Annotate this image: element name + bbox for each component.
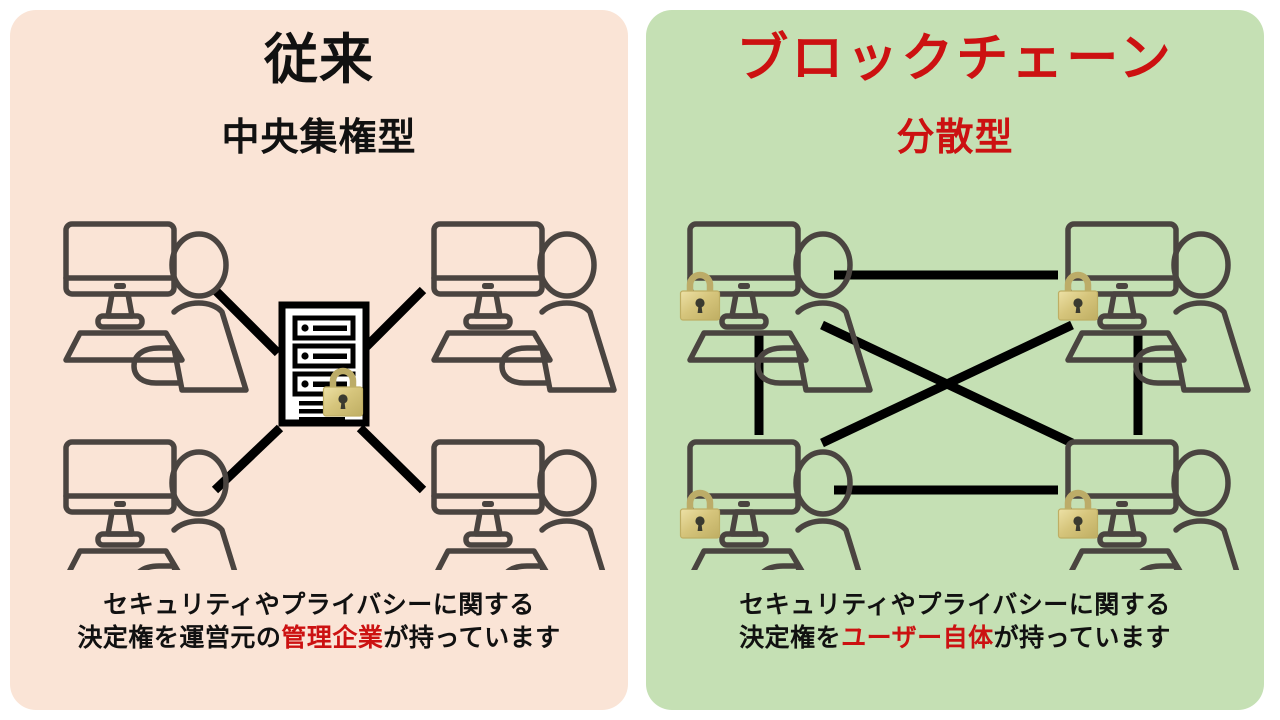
right-caption-line-2-after: が持っています: [993, 623, 1171, 652]
left-caption: セキュリティやプライバシーに関する 決定権を運営元の管理企業が持っています: [10, 588, 628, 654]
right-caption-line-2: 決定権をユーザー自体が持っています: [646, 621, 1264, 654]
left-caption-line-2-before: 決定権を運営元の: [77, 623, 282, 652]
left-title-sub: 中央集権型: [221, 115, 417, 159]
left-user-node-bottom-left: [66, 442, 246, 570]
left-caption-line-2: 決定権を運営元の管理企業が持っています: [10, 621, 628, 654]
right-diagram-mesh-network: [646, 190, 1264, 570]
right-caption-line-1: セキュリティやプライバシーに関する: [739, 590, 1171, 619]
left-central-server: [282, 305, 366, 423]
right-user-node-top-left: [681, 224, 871, 390]
left-user-node-top-left: [66, 224, 246, 390]
left-user-node-bottom-right: [434, 442, 614, 570]
right-user-node-bottom-right: [1059, 442, 1249, 570]
left-user-node-top-right: [434, 224, 614, 390]
left-title-main: 従来: [264, 28, 374, 91]
right-caption-line-2-before: 決定権を: [739, 623, 842, 652]
right-title-sub: 分散型: [896, 115, 1014, 159]
right-caption: セキュリティやプライバシーに関する 決定権をユーザー自体が持っています: [646, 588, 1264, 654]
left-caption-highlight: 管理企業: [281, 623, 384, 652]
right-user-node-bottom-left: [681, 442, 871, 570]
left-diagram-star-network: [10, 190, 628, 570]
right-connection-lines: [754, 270, 1143, 495]
left-caption-line-1: セキュリティやプライバシーに関する: [103, 590, 535, 619]
panel-blockchain: ブロックチェーン 分散型: [646, 10, 1264, 710]
left-caption-line-2-after: が持っています: [383, 623, 561, 652]
right-user-node-top-right: [1059, 224, 1249, 390]
right-title-main: ブロックチェーン: [736, 29, 1174, 89]
right-caption-highlight: ユーザー自体: [841, 623, 994, 652]
panel-centralized: 従来 中央集権型: [10, 10, 628, 710]
